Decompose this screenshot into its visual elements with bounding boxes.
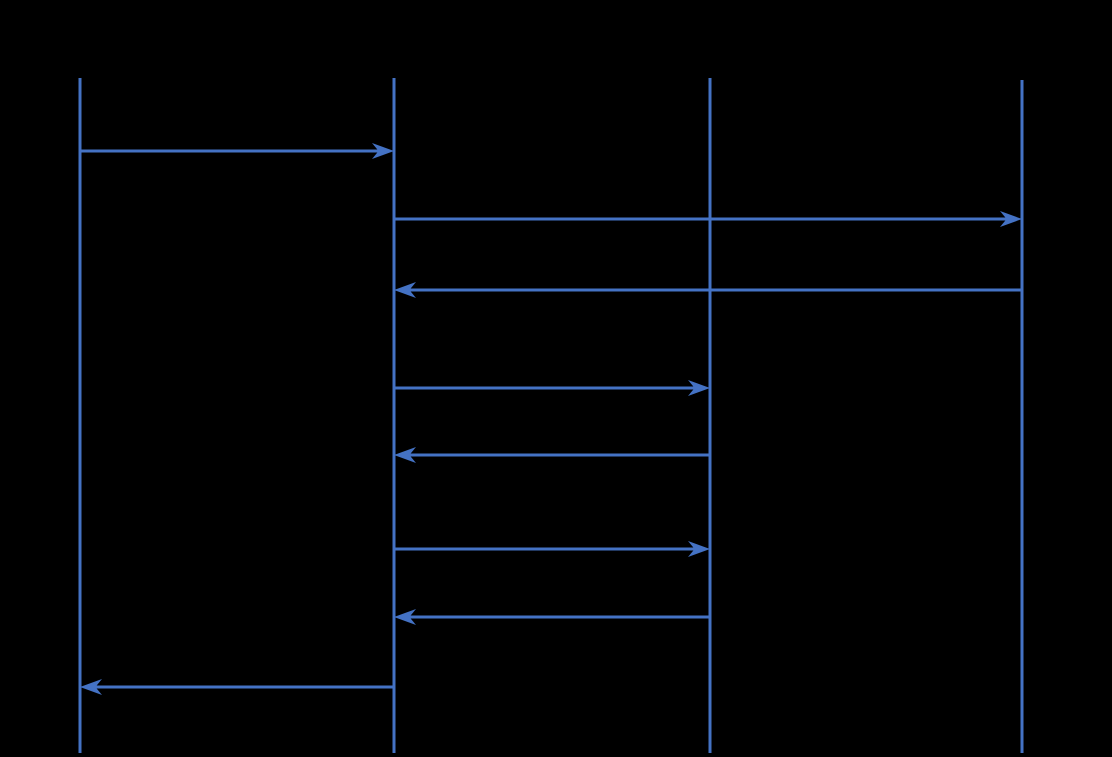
arrowhead-icon (372, 143, 394, 159)
arrowhead-icon (688, 380, 710, 396)
arrowhead-icon (394, 609, 416, 625)
message-arrow-5 (394, 447, 710, 463)
arrowhead-icon (688, 541, 710, 557)
message-arrow-3 (394, 282, 1022, 298)
message-arrow-6 (394, 541, 710, 557)
arrowhead-icon (394, 282, 416, 298)
arrowhead-icon (80, 679, 102, 695)
message-arrow-4 (394, 380, 710, 396)
message-arrow-7 (394, 609, 710, 625)
arrowhead-icon (394, 447, 416, 463)
arrowhead-icon (1000, 211, 1022, 227)
message-arrow-1 (80, 143, 394, 159)
message-arrow-2 (394, 211, 1022, 227)
message-arrow-8 (80, 679, 394, 695)
